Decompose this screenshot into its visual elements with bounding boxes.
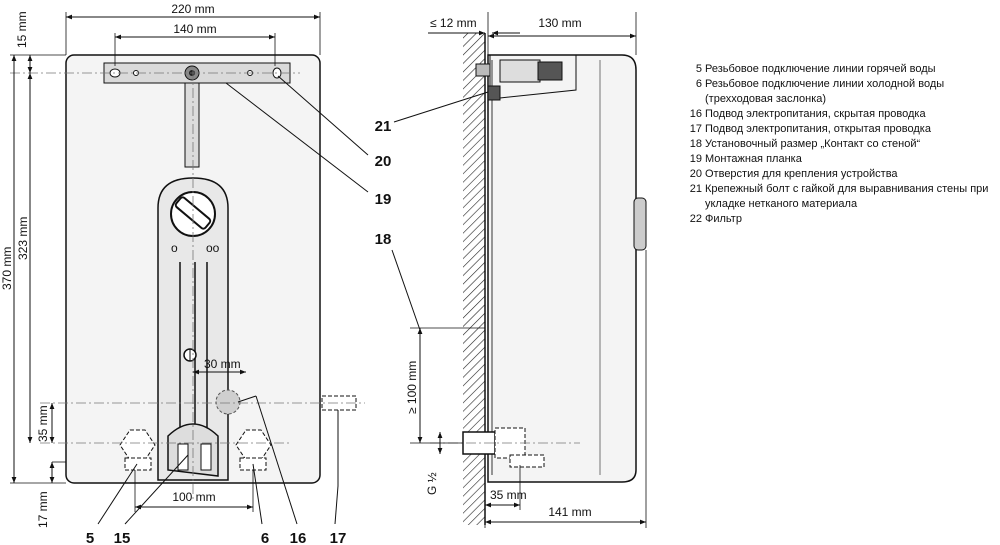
legend-number: 19 — [689, 153, 702, 165]
callout-20: 20 — [375, 153, 392, 170]
dim-220: 220 mm — [171, 2, 214, 16]
cable-entry-hidden — [215, 389, 241, 415]
dim-100: 100 mm — [172, 490, 215, 504]
dim-min-100: ≥ 100 mm — [405, 361, 419, 414]
callout-17: 17 — [330, 530, 347, 545]
dim-35-vertical: 35 mm — [36, 405, 50, 442]
dim-141: 141 mm — [548, 505, 591, 519]
legend-text: Подвод электропитания, открытая проводка — [705, 123, 931, 135]
dim-15: 15 mm — [15, 11, 29, 48]
callout-5: 5 — [86, 530, 94, 545]
dim-323: 323 mm — [16, 217, 30, 260]
dim-140: 140 mm — [173, 22, 216, 36]
dim-370: 370 mm — [0, 247, 14, 290]
wall-lower — [463, 328, 485, 525]
side-view: ≤ 12 mm 130 mm ≥ 100 mm G ½ 35 mm 141 mm… — [375, 12, 647, 528]
dim-17: 17 mm — [36, 491, 50, 528]
dim-35-horizontal: 35 mm — [490, 488, 527, 502]
legend-text: Резьбовое подключение линии горячей воды — [705, 63, 936, 75]
legend-text: Монтажная планка — [705, 153, 802, 165]
callout-15: 15 — [114, 530, 131, 545]
callout-18: 18 — [375, 231, 392, 248]
legend-number: 21 — [689, 183, 702, 195]
legend-text: Установочный размер „Контакт со стеной“ — [705, 138, 921, 150]
callout-19: 19 — [375, 191, 392, 208]
dim-thread: G ½ — [425, 472, 439, 495]
legend-number: 16 — [689, 108, 702, 120]
legend-text: Фильтр — [705, 213, 742, 225]
dim-wall-gap: ≤ 12 mm — [430, 16, 477, 30]
callout-6: 6 — [261, 530, 269, 545]
callout-16: 16 — [290, 530, 307, 545]
cable-entry-open — [321, 395, 357, 411]
legend-number: 22 — [689, 213, 702, 225]
dial-side — [633, 197, 647, 251]
legend-number: 6 — [695, 78, 702, 90]
front-view: o oo 220 mm 140 mm — [0, 2, 391, 545]
svg-text:o: o — [171, 241, 178, 255]
legend-text: Подвод электропитания, скрытая проводка — [705, 108, 926, 120]
mounting-bolt — [475, 63, 491, 77]
device-body-side — [487, 54, 637, 483]
callout-21: 21 — [375, 118, 392, 135]
legend-text: Резьбовое подключение линии холодной вод… — [705, 78, 945, 105]
dim-30: 30 mm — [204, 357, 241, 371]
legend-number: 18 — [689, 138, 702, 150]
mounting-bar — [184, 82, 200, 168]
legend-text: Крепежный болт с гайкой для выравнивания… — [705, 183, 989, 210]
svg-text:oo: oo — [206, 241, 220, 255]
legend-number: 17 — [689, 123, 702, 135]
dim-130: 130 mm — [538, 16, 581, 30]
legend-text: Отверстия для крепления устройства — [705, 168, 898, 180]
wall-upper — [463, 33, 485, 328]
legend-number: 20 — [689, 168, 702, 180]
legend-number: 5 — [695, 63, 702, 75]
